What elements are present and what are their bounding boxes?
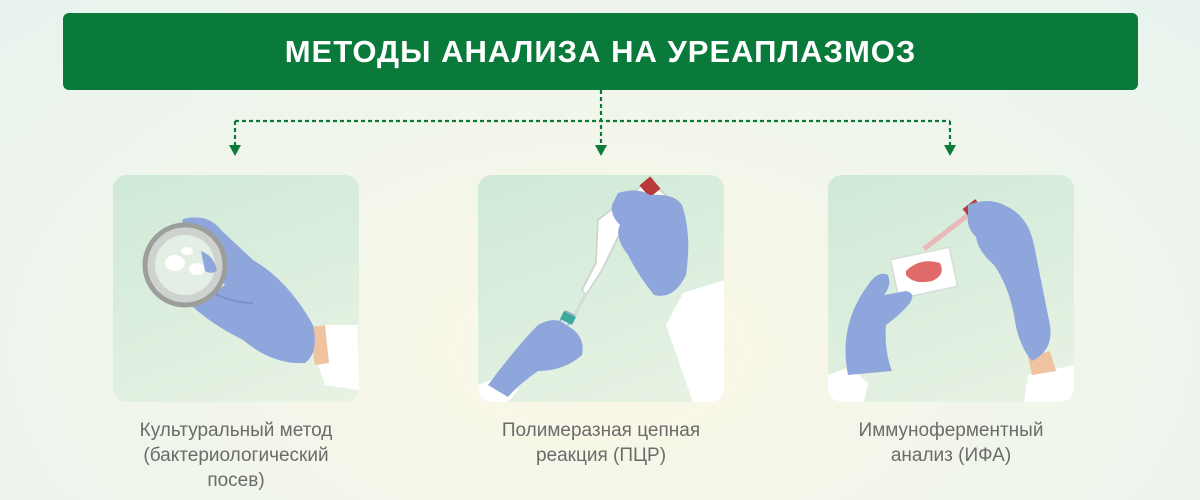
lab-coat-sleeve xyxy=(828,367,868,402)
dropper xyxy=(922,213,970,251)
caption-line: реакция (ПЦР) xyxy=(535,445,667,466)
caption-line: анализ (ИФА) xyxy=(890,445,1012,466)
elisa-illustration xyxy=(828,175,1074,402)
caption-line: Иммуноферментный xyxy=(858,420,1044,441)
arrow-down-icon xyxy=(595,145,607,156)
glove xyxy=(611,190,689,296)
arrow-down-icon xyxy=(944,145,956,156)
glove xyxy=(967,201,1051,361)
connector-arrows xyxy=(229,90,956,156)
pcr-illustration xyxy=(478,175,724,402)
culture-method-illustration xyxy=(113,175,359,402)
glove xyxy=(488,320,583,397)
caption-line: Полимеразная цепная xyxy=(501,420,701,441)
lab-coat-sleeve xyxy=(666,280,724,402)
title-banner: МЕТОДЫ АНАЛИЗА НА УРЕАПЛАЗМОЗ xyxy=(63,13,1138,90)
page-title: МЕТОДЫ АНАЛИЗА НА УРЕАПЛАЗМОЗ xyxy=(284,33,917,69)
caption-line: посев) xyxy=(207,470,265,491)
caption-line: (бактериологический xyxy=(143,445,329,466)
method-caption-elisa: Иммуноферментный анализ (ИФА) xyxy=(801,418,1101,468)
method-caption-pcr: Полимеразная цепная реакция (ПЦР) xyxy=(451,418,751,468)
method-caption-culture: Культуральный метод (бактериологический … xyxy=(86,418,386,493)
glove xyxy=(845,273,913,375)
arrow-down-icon xyxy=(229,145,241,156)
caption-line: Культуральный метод xyxy=(139,420,333,441)
